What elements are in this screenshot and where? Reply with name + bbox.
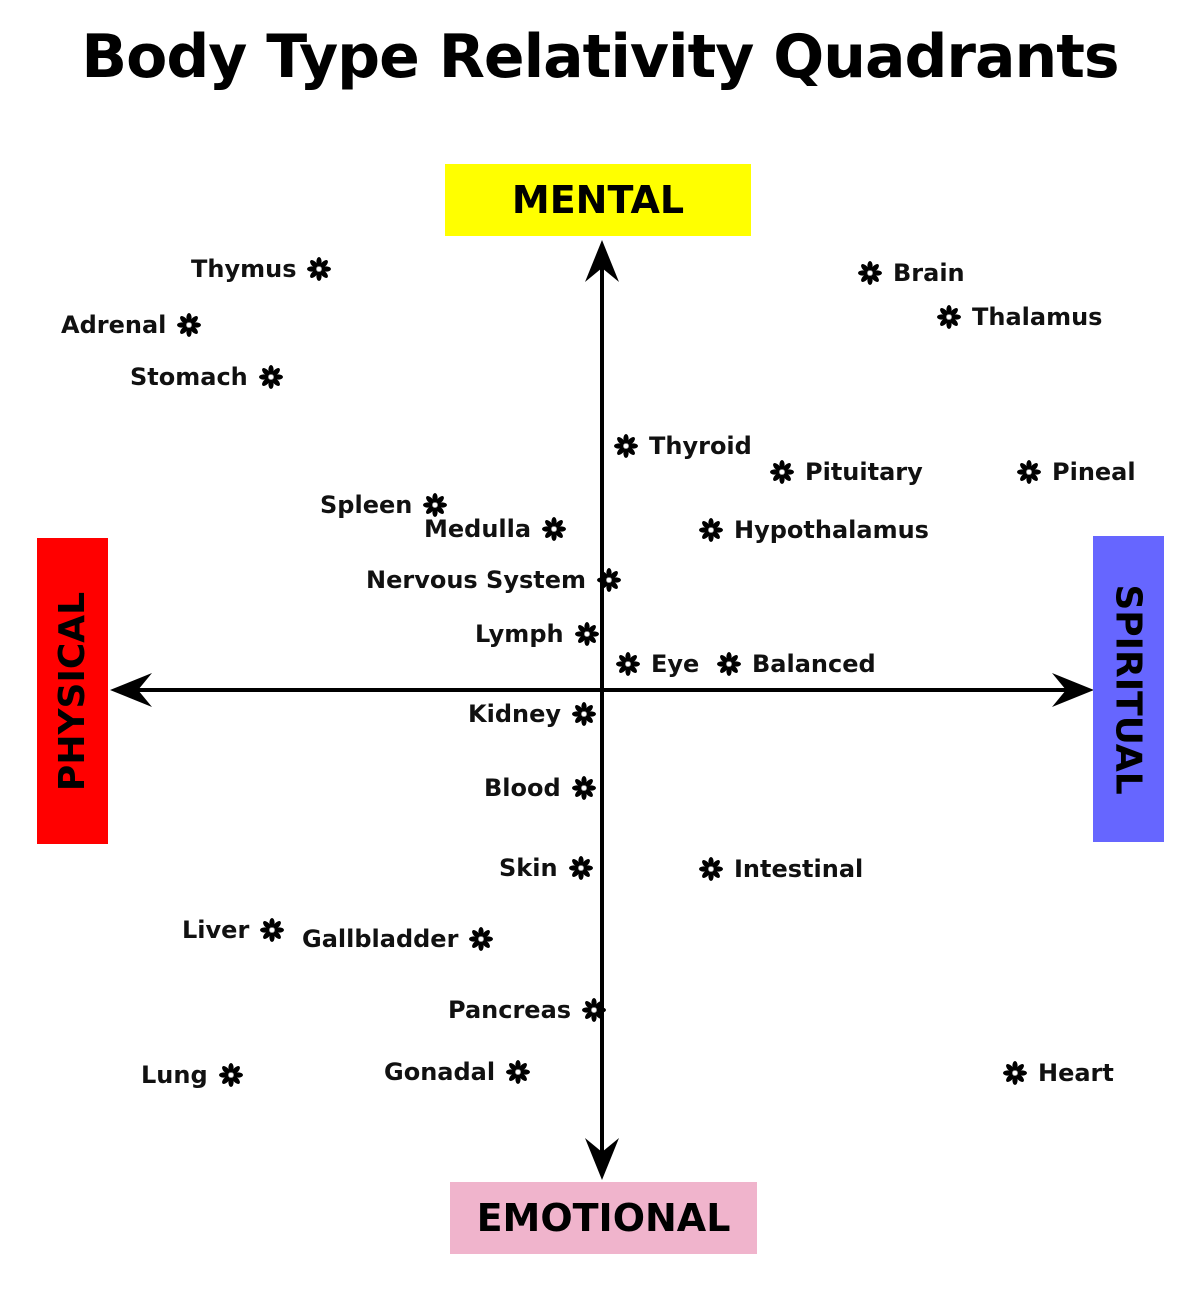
asterisk-marker-icon [571,776,596,800]
organ-label: Nervous System [366,566,587,594]
organ-label: Medulla [424,515,532,543]
asterisk-marker-icon [597,568,622,592]
organ-label: Skin [499,854,558,882]
organ-label: Intestinal [734,855,864,883]
axis-label-emotional-text: EMOTIONAL [476,1196,731,1240]
asterisk-marker-icon [616,652,640,676]
asterisk-marker-icon [699,518,723,542]
organ-item: Eye [615,650,699,678]
organ-item: Liver [182,916,285,944]
organ-label: Hypothalamus [734,516,929,544]
organ-item: Spleen [320,491,448,519]
asterisk-marker-icon [582,998,607,1022]
organ-label: Brain [893,259,965,287]
organ-item: Thymus [191,255,332,283]
asterisk-marker-icon [260,918,285,942]
organ-item: Pineal [1016,458,1136,486]
organ-item: Brain [857,259,965,287]
organ-item: Pituitary [769,458,923,486]
organ-item: Pancreas [448,996,607,1024]
organ-item: Gonadal [384,1058,531,1086]
asterisk-marker-icon [506,1060,531,1084]
organ-label: Heart [1038,1059,1114,1087]
arrowhead-up [585,240,619,282]
asterisk-marker-icon [858,261,882,285]
organ-item: Nervous System [366,566,622,594]
organ-item: Stomach [130,363,284,391]
axis-label-physical: PHYSICAL [37,538,108,844]
organ-label: Pineal [1052,458,1136,486]
organ-label: Blood [484,774,561,802]
axis-label-spiritual-text: SPIRITUAL [1108,583,1149,795]
organ-item: Thyroid [613,432,752,460]
organ-label: Gallbladder [302,925,459,953]
axis-label-physical-text: PHYSICAL [52,591,93,791]
organ-label: Gonadal [384,1058,496,1086]
organ-item: Blood [484,774,597,802]
organ-item: Adrenal [61,311,202,339]
arrowhead-down [585,1138,619,1180]
diagram-title: Body Type Relativity Quadrants [81,22,1119,92]
organ-item: Lymph [475,620,600,648]
organ-item: Kidney [468,700,597,728]
asterisk-marker-icon [542,517,567,541]
organ-label: Thalamus [972,303,1103,331]
asterisk-marker-icon [258,365,283,389]
organ-item: Lung [141,1061,244,1089]
asterisk-marker-icon [177,313,202,337]
asterisk-marker-icon [469,927,494,951]
asterisk-marker-icon [218,1063,243,1087]
organ-label: Eye [651,650,700,678]
asterisk-marker-icon [699,857,723,881]
organ-label: Stomach [130,363,248,391]
axis-label-mental: MENTAL [445,164,751,236]
asterisk-marker-icon [423,493,448,517]
organ-item: Balanced [716,650,876,678]
organ-label: Pancreas [448,996,572,1024]
organ-item: Heart [1002,1059,1114,1087]
organ-label: Kidney [468,700,562,728]
organ-item: Intestinal [698,855,863,883]
organ-item: Medulla [424,515,567,543]
organ-label: Spleen [320,491,413,519]
axis-label-emotional: EMOTIONAL [450,1182,757,1254]
asterisk-marker-icon [307,257,332,281]
asterisk-marker-icon [1017,460,1041,484]
organ-label: Thyroid [649,432,752,460]
axis-label-spiritual: SPIRITUAL [1093,536,1164,842]
organ-label: Lung [141,1061,208,1089]
arrowhead-right [1052,673,1094,707]
arrowhead-left [110,673,152,707]
asterisk-marker-icon [572,702,597,726]
asterisk-marker-icon [574,622,599,646]
organ-item: Skin [499,854,594,882]
organ-label: Liver [182,916,250,944]
asterisk-marker-icon [717,652,741,676]
asterisk-marker-icon [568,856,593,880]
organ-label: Pituitary [805,458,923,486]
axis-label-mental-text: MENTAL [511,178,685,222]
organ-item: Thalamus [936,303,1102,331]
organ-label: Balanced [752,650,876,678]
organ-label: Lymph [475,620,564,648]
organ-item: Hypothalamus [698,516,929,544]
asterisk-marker-icon [614,434,638,458]
asterisk-marker-icon [770,460,794,484]
asterisk-marker-icon [937,305,961,329]
organ-label: Thymus [191,255,297,283]
organ-label: Adrenal [61,311,167,339]
organ-item: Gallbladder [302,925,494,953]
asterisk-marker-icon [1003,1061,1027,1085]
